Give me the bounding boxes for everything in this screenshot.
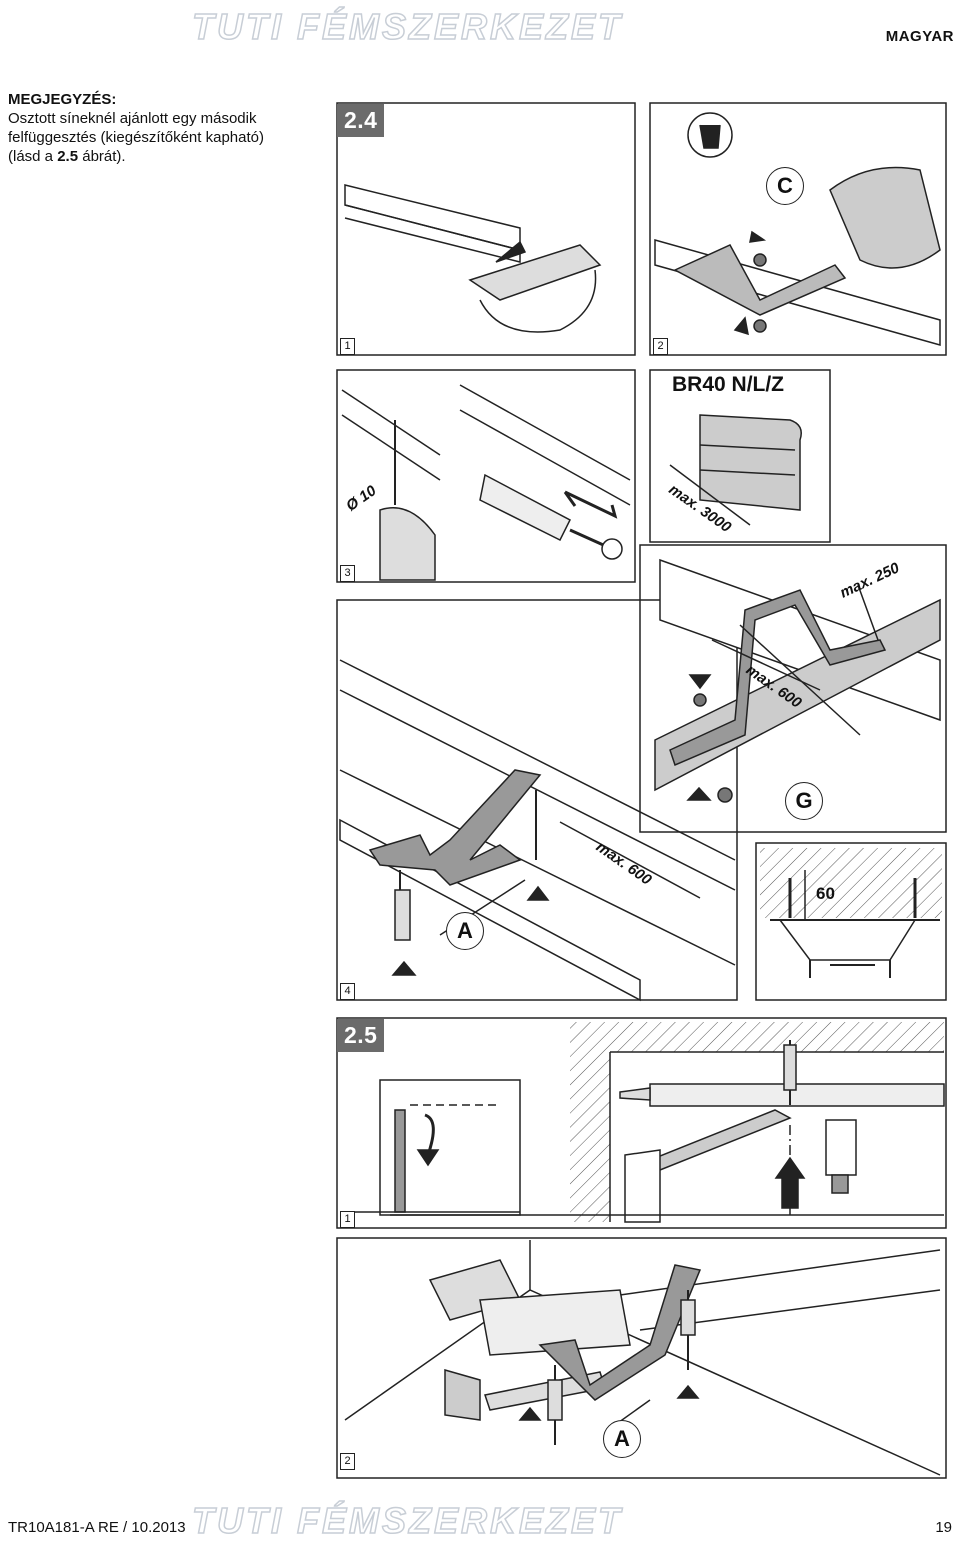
panel-number-2: 2 [653,338,668,355]
panel-frame-4 [336,599,738,1001]
watermark-logo-top: TUTI FÉMSZERKEZET [191,5,623,48]
panel-number-2-5-1: 1 [340,1211,355,1228]
panel-frame-1 [336,102,636,356]
page-number: 19 [935,1519,952,1536]
note-figure-ref: 2.5 [57,148,79,165]
callout-c: C [766,167,804,205]
note-block: MEGJEGYZÉS: Osztott síneknél ajánlott eg… [8,90,308,166]
note-line-3-a: (lásd a [8,148,58,165]
panel-frame-3 [336,369,636,583]
watermark-logo-bottom: TUTI FÉMSZERKEZET [191,1499,623,1542]
figure-label-2-5: 2.5 [337,1019,385,1052]
panel-number-1: 1 [340,338,355,355]
panel-frame-model [649,369,831,543]
document-code: TR10A181-A RE / 10.2013 [8,1519,186,1536]
panel-frame-2-5-1 [336,1017,947,1229]
note-line-1: Osztott síneknél ajánlott egy második [8,110,257,127]
callout-a: A [446,912,484,950]
note-line-3: (lásd a 2.5 ábrát). [8,147,308,166]
panel-number-4: 4 [340,983,355,1000]
panel-frame-2-5-2 [336,1237,947,1479]
callout-g: G [785,782,823,820]
dim-60: 60 [816,884,835,903]
figure-label-2-4: 2.4 [337,104,385,137]
language-label: MAGYAR [885,28,954,45]
panel-frame-60 [755,842,947,1001]
note-line-3-b: ábrát). [78,148,126,165]
panel-number-2-5-2: 2 [340,1453,355,1470]
note-line-2: felfüggesztés (kiegészítőként kapható) [8,129,264,146]
callout-a-2-5: A [603,1420,641,1458]
note-title: MEGJEGYZÉS: [8,91,117,108]
panel-frame-g [639,544,947,833]
panel-frame-2 [649,102,947,356]
panel-number-3: 3 [340,565,355,582]
model-name: BR40 N/L/Z [672,373,785,396]
